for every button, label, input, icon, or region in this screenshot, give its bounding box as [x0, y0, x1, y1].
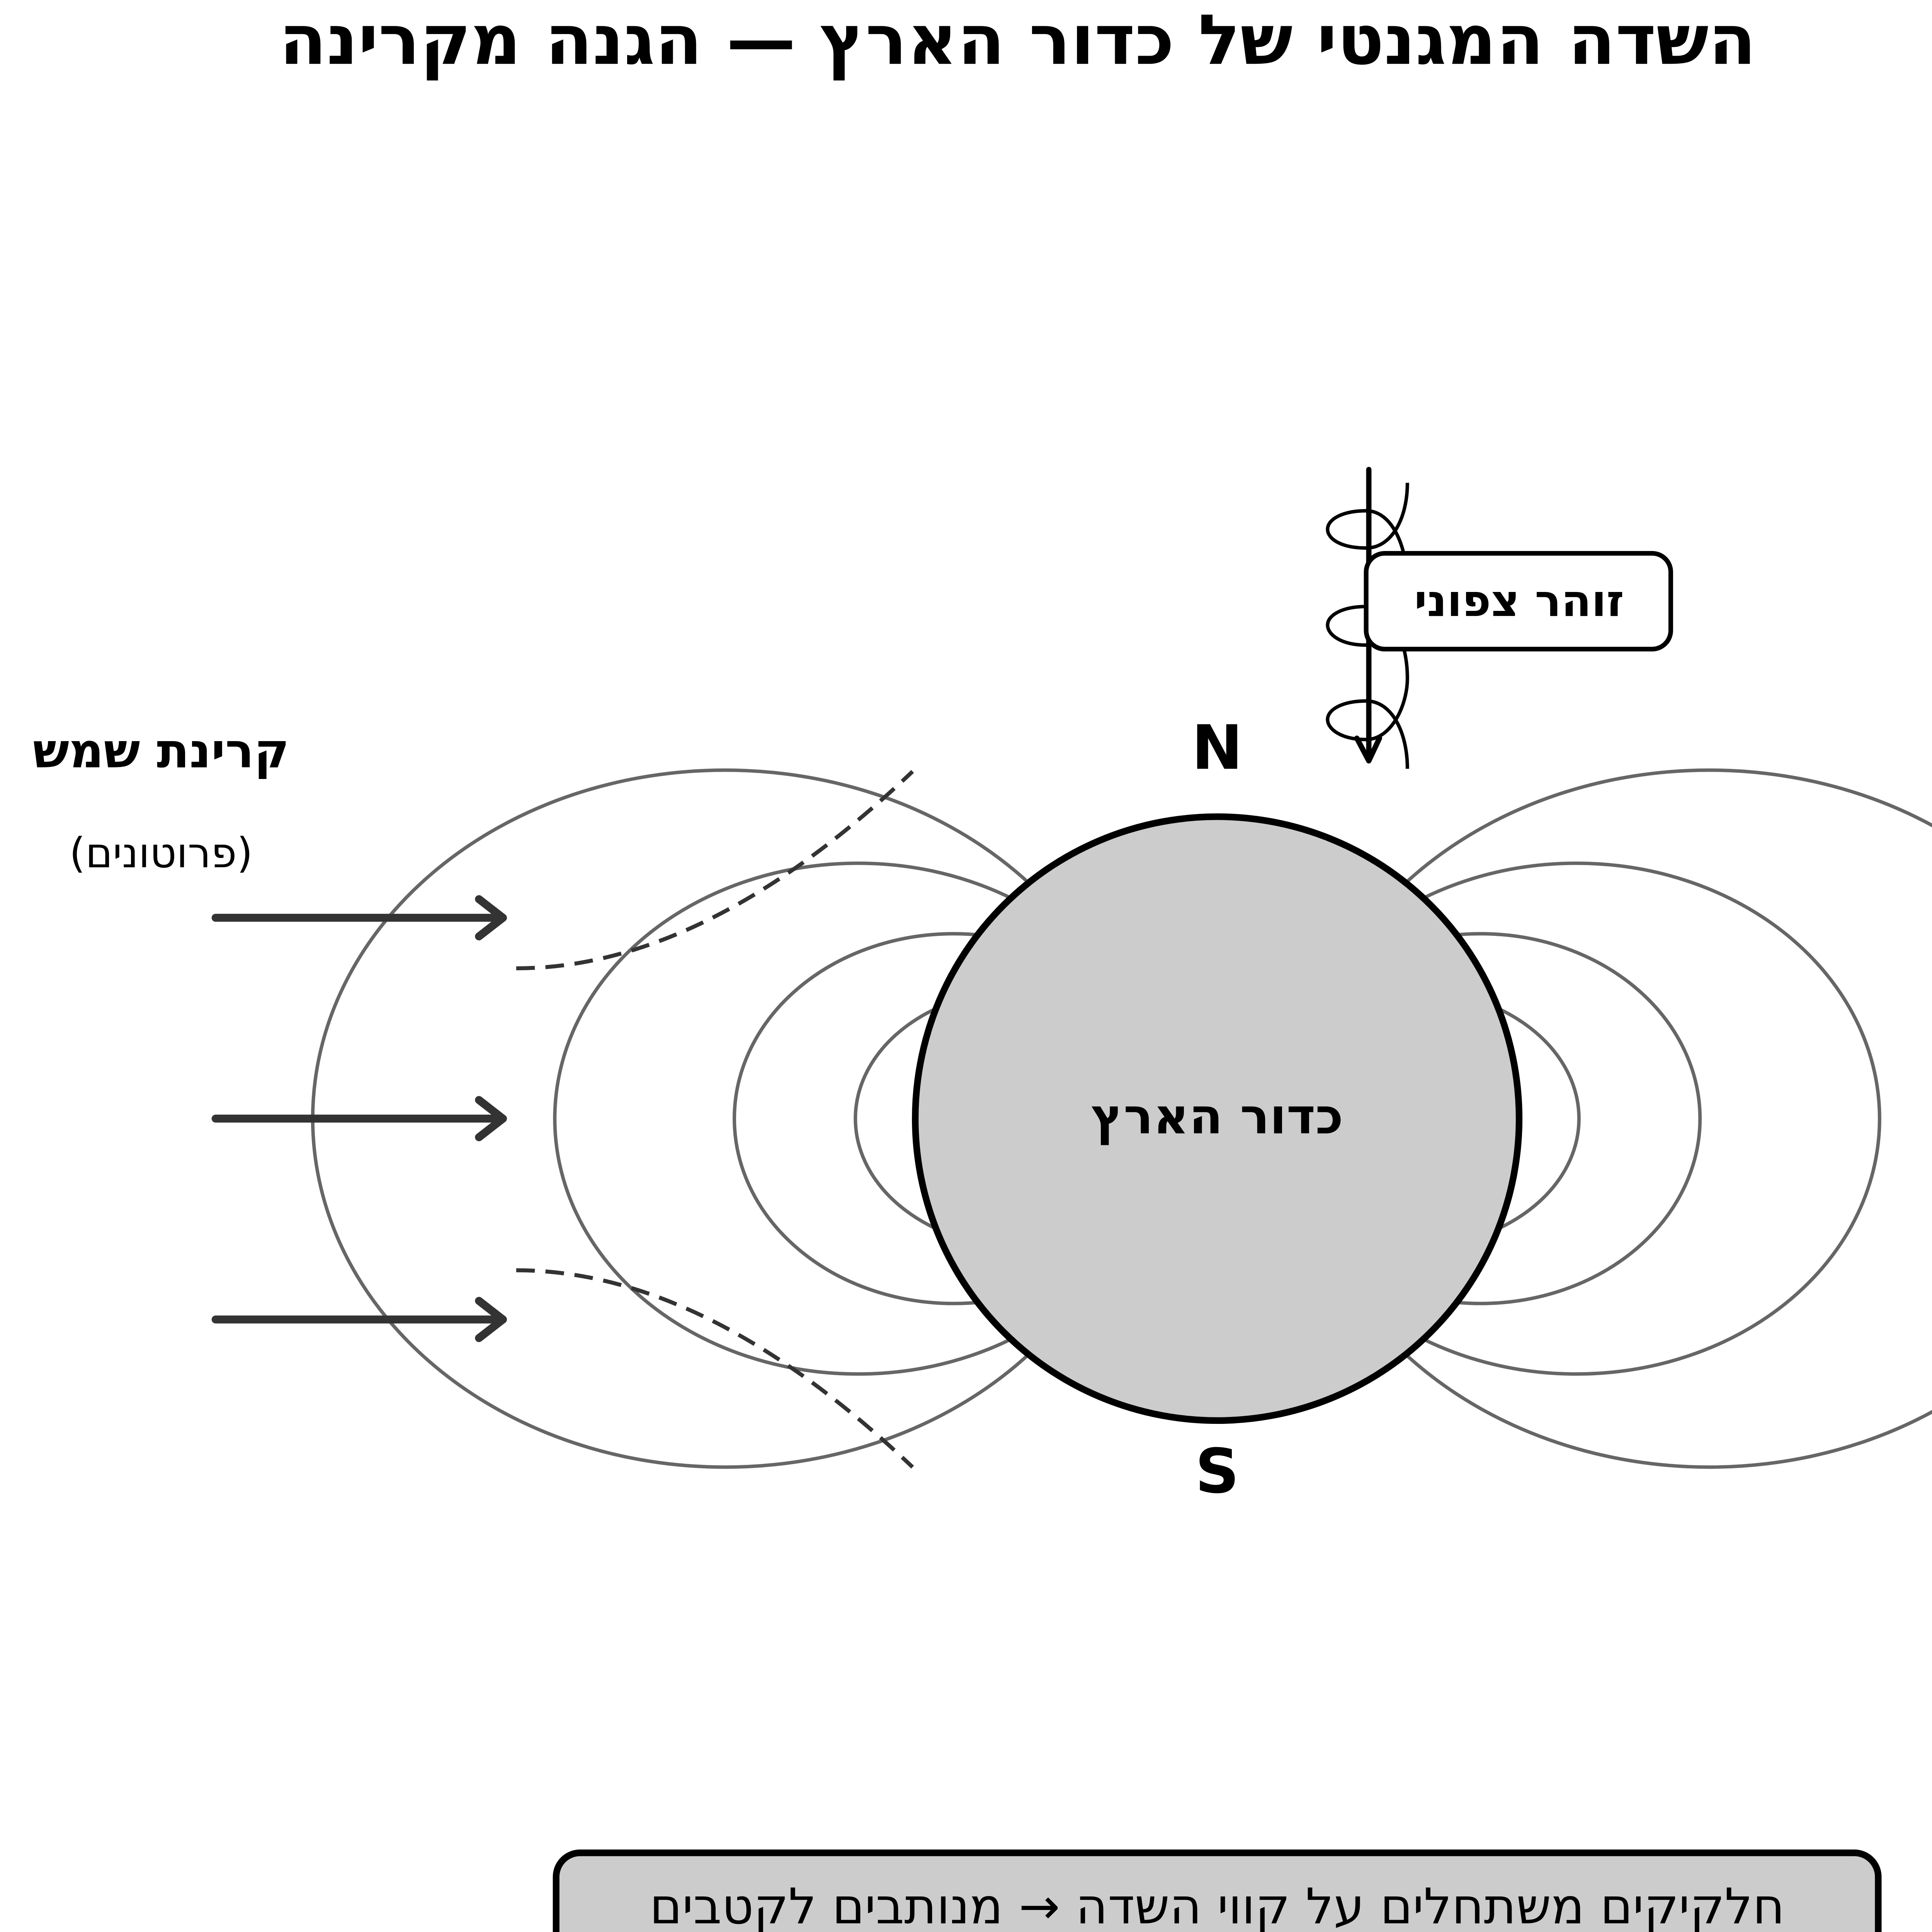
- solar-wind-subtitle: (פרוטונים): [69, 829, 253, 877]
- aurora-label: זוהר צפוני: [1414, 575, 1624, 626]
- arrow-right-icon: [211, 895, 507, 940]
- solar-wind-title: קרינת שמש: [33, 723, 289, 779]
- caption-text: חלקיקים משתחלים על קווי השדה → מנותבים ל…: [650, 1878, 1785, 1932]
- north-pole-label: N: [1192, 713, 1243, 784]
- arrow-right-icon: [211, 1297, 507, 1342]
- page-title: השדה המגנטי של כדור הארץ — הגנה מקרינה: [279, 0, 1756, 80]
- solar-wind-arrows: [211, 895, 507, 1342]
- caption-box: חלקיקים משתחלים על קווי השדה → מנותבים ל…: [553, 1849, 1882, 1932]
- bow-shock-lower: [516, 1268, 914, 1469]
- aurora-label-box: זוהר צפוני: [1364, 551, 1673, 651]
- earth-label: כדור הארץ: [1091, 1088, 1344, 1145]
- earth-globe: [912, 813, 1523, 1424]
- south-pole-label: S: [1195, 1436, 1239, 1507]
- arrow-right-icon: [211, 1096, 507, 1141]
- bow-shock: [516, 770, 914, 1469]
- bow-shock-upper: [516, 770, 914, 971]
